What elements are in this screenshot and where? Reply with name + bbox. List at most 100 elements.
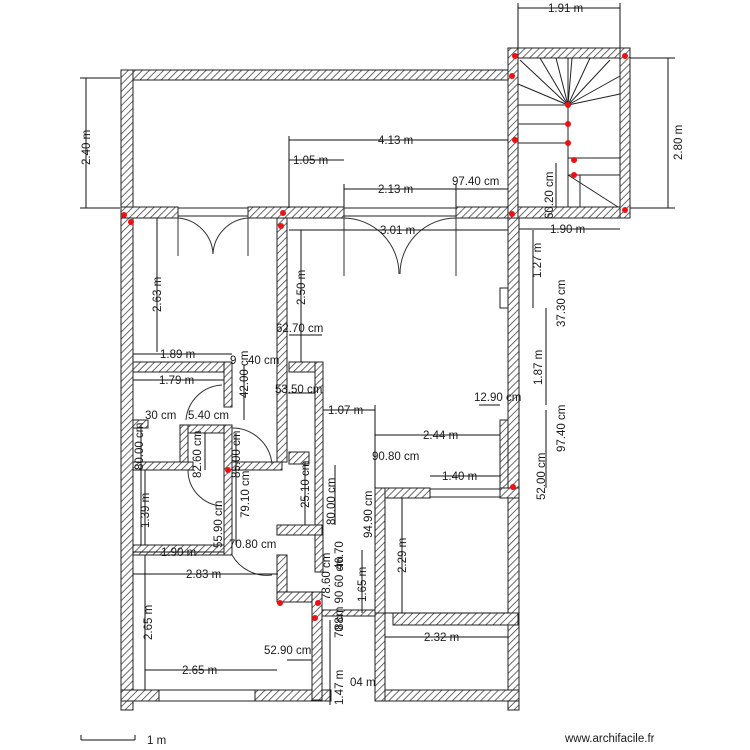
wall-corr-right xyxy=(314,361,324,573)
wall-left xyxy=(120,69,134,711)
doors xyxy=(177,217,457,576)
door-swing-2b xyxy=(399,217,457,276)
wall-room-r-mid xyxy=(392,612,519,626)
wall-left-v1 xyxy=(223,361,233,408)
door-swing-3 xyxy=(231,427,273,465)
window-2 xyxy=(343,207,457,217)
dim-label: 40 cm xyxy=(248,355,279,367)
dim-label: 30 cm xyxy=(145,410,176,422)
dim-label: 78.60 cm xyxy=(321,553,333,600)
wall-corr-mid xyxy=(288,451,310,465)
wall-corr-bottom xyxy=(276,524,323,536)
watermark: www.archifacile.fr xyxy=(564,733,655,745)
dim-label: 94.90 cm xyxy=(363,491,375,538)
wall-wc-bottom xyxy=(132,461,194,471)
dim-label: 70 cm 90 60 cm xyxy=(334,556,346,638)
window-4 xyxy=(158,689,256,702)
dim-label: 2.44 m xyxy=(423,430,458,442)
dim-label: 2.32 m xyxy=(424,632,459,644)
dim-label: 1.47 m xyxy=(334,670,346,705)
door-swing-6 xyxy=(185,384,223,421)
dimension-labels: 1.91 m 2.40 m 2.80 m 4.13 m 1.05 m 2.13 … xyxy=(81,3,685,705)
dim-label: 04 m xyxy=(350,677,376,689)
wall-top xyxy=(120,69,515,81)
wall-hall-bottom xyxy=(321,609,376,617)
wall-room-r-left2 xyxy=(374,612,386,702)
wall-stair-right xyxy=(619,47,631,219)
door-swing-5 xyxy=(231,554,273,576)
dim-label: 3.01 m xyxy=(380,225,415,237)
wall-stair-top xyxy=(507,47,631,59)
door-swing-1a xyxy=(177,217,214,256)
wall-left-h1 xyxy=(132,361,229,373)
door-swing-1b xyxy=(212,217,249,256)
dim-label: 1.39 m xyxy=(140,493,152,528)
door-swing-4 xyxy=(187,469,223,507)
window-1 xyxy=(177,207,249,217)
dim-label: 80.00 cm xyxy=(326,478,338,525)
dim-label: 46.70 xyxy=(334,541,346,570)
staircase xyxy=(517,57,621,208)
wall-room-r-left xyxy=(374,487,386,614)
wall-main-h-2 xyxy=(247,206,345,219)
wall-wc-bottom2 xyxy=(231,461,283,471)
dim-label: 1.27 m xyxy=(532,243,544,278)
dim-label: 1.40 m xyxy=(442,471,477,483)
dim-label: 1.90 m xyxy=(550,224,585,236)
dim-label: 1.90 m xyxy=(161,547,196,559)
wall-main-h-1 xyxy=(120,206,179,219)
dim-label: 52.90 cm xyxy=(264,645,311,657)
wall-inner-v1b xyxy=(276,554,288,594)
dim-label: 79.10 cm xyxy=(240,471,252,518)
dim-label: 9 xyxy=(230,355,236,367)
dim-label: 70.80 cm xyxy=(229,539,276,551)
dim-label: 2.80 m xyxy=(673,125,685,160)
dim-label: 85.00 cm xyxy=(231,431,243,478)
dim-label: 62.70 cm xyxy=(276,323,323,335)
dim-label: 52.00 cm xyxy=(536,453,548,500)
dim-label: 37.30 cm xyxy=(556,280,568,327)
dim-label: 2.40 m xyxy=(81,130,93,165)
dim-label: 90.80 cm xyxy=(372,451,419,463)
dim-label: 2.50 m xyxy=(296,270,308,305)
scale-label: 1 m xyxy=(147,735,166,747)
dim-label: 42.00 cm xyxy=(239,351,251,398)
dim-label: 1.05 m xyxy=(293,155,328,167)
wall-bottom-right xyxy=(374,689,520,702)
dim-label: 1.91 m xyxy=(548,3,583,15)
corner-markers xyxy=(121,53,628,621)
dim-label: 5.40 cm xyxy=(188,410,229,422)
dim-label: 2.65 m xyxy=(182,665,217,677)
dimension-lines xyxy=(80,3,675,741)
wall-inner-v1 xyxy=(276,217,288,463)
dim-label: 97.40 cm xyxy=(452,176,499,188)
dim-label: 2.29 m xyxy=(397,538,409,573)
dim-label: 55.90 cm xyxy=(213,501,225,548)
dim-label: 1.87 m xyxy=(533,350,545,385)
wall-closet-right xyxy=(311,591,323,701)
dim-label: 2.83 m xyxy=(186,569,221,581)
wall-main-h-3 xyxy=(455,206,631,219)
wall-right xyxy=(507,217,520,711)
walls xyxy=(120,47,631,711)
dim-label: 12.90 cm xyxy=(474,392,521,404)
dim-label: 82.60 cm xyxy=(192,431,204,478)
wall-r-stub xyxy=(499,419,509,489)
dim-label: 25.10 cm xyxy=(300,461,312,508)
dim-label: 1.07 m xyxy=(328,405,363,417)
wall-wc-right xyxy=(223,424,233,556)
dim-label: 97.40 cm xyxy=(556,405,568,452)
dim-label: 80.00 cm xyxy=(134,423,146,470)
dim-label: 60.20 cm xyxy=(544,172,556,219)
dim-label: 1.65 m xyxy=(357,567,369,602)
window-5 xyxy=(499,287,509,309)
dim-label: 88 xyxy=(334,617,346,630)
dim-label: 2.13 m xyxy=(378,184,413,196)
openings xyxy=(158,207,509,702)
dim-label: 53.50 cm xyxy=(275,384,322,396)
dim-label: 2.65 m xyxy=(143,605,155,640)
dim-label: 1.89 m xyxy=(160,349,195,361)
door-swing-2a xyxy=(343,217,400,276)
dim-label: 4.13 m xyxy=(378,135,413,147)
